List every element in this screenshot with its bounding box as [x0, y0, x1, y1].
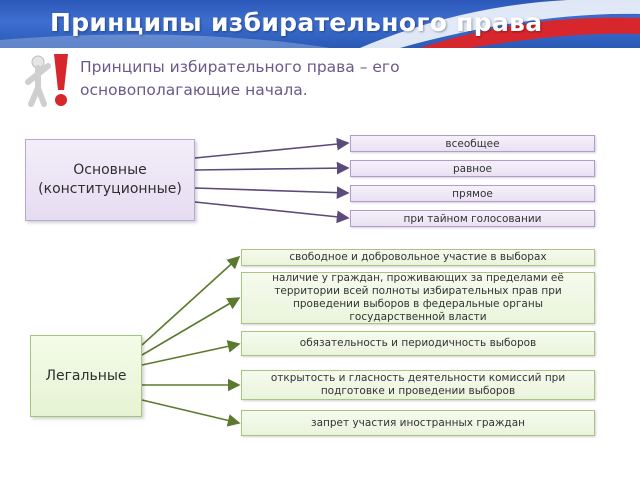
- legal-principle-5: запрет участия иностранных граждан: [241, 410, 595, 436]
- legal-principle-3: обязательность и периодичность выборов: [241, 331, 595, 356]
- flag-stripes: [0, 0, 640, 48]
- arrow-main-3: [194, 186, 350, 200]
- arrow-main-4: [194, 201, 350, 224]
- title-banner: Принципы избирательного права: [0, 0, 640, 48]
- legal-principle-2: наличие у граждан, проживающих за предел…: [241, 272, 595, 324]
- principle-universal: всеобщее: [350, 135, 595, 152]
- legal-principle-1: свободное и добровольное участие в выбор…: [241, 249, 595, 266]
- subtitle: Принципы избирательного права – его осно…: [80, 58, 400, 99]
- principle-direct: прямое: [350, 185, 595, 202]
- legal-principle-4: открытость и гласность деятельности коми…: [241, 370, 595, 400]
- principle-equal: равное: [350, 160, 595, 177]
- arrow-legal-3: [141, 340, 241, 366]
- arrow-legal-1: [141, 255, 241, 346]
- arrow-main-1: [194, 137, 350, 159]
- main-principles-box: Основные (конституционные): [25, 139, 195, 221]
- arrow-legal-2: [141, 297, 241, 356]
- person-with-exclamation-icon: [18, 50, 80, 112]
- arrow-legal-5: [141, 399, 241, 427]
- page-title: Принципы избирательного права: [50, 8, 543, 37]
- arrow-main-2: [194, 161, 350, 175]
- legal-principles-box: Легальные: [30, 335, 142, 417]
- principle-secret-ballot: при тайном голосовании: [350, 210, 595, 227]
